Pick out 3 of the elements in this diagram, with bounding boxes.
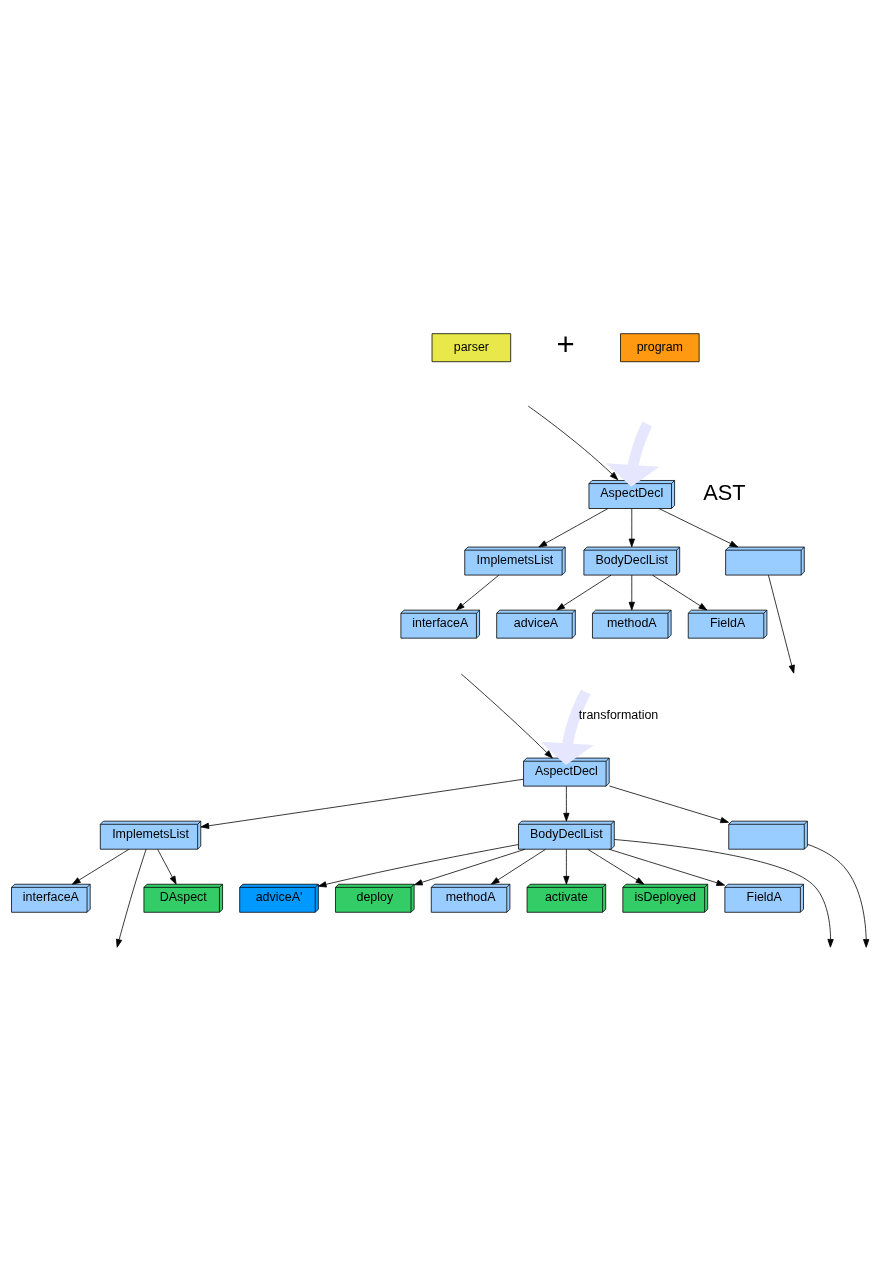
label: AST: [703, 479, 746, 505]
label: +: [556, 327, 575, 363]
edge-label: transformation: [578, 708, 659, 722]
